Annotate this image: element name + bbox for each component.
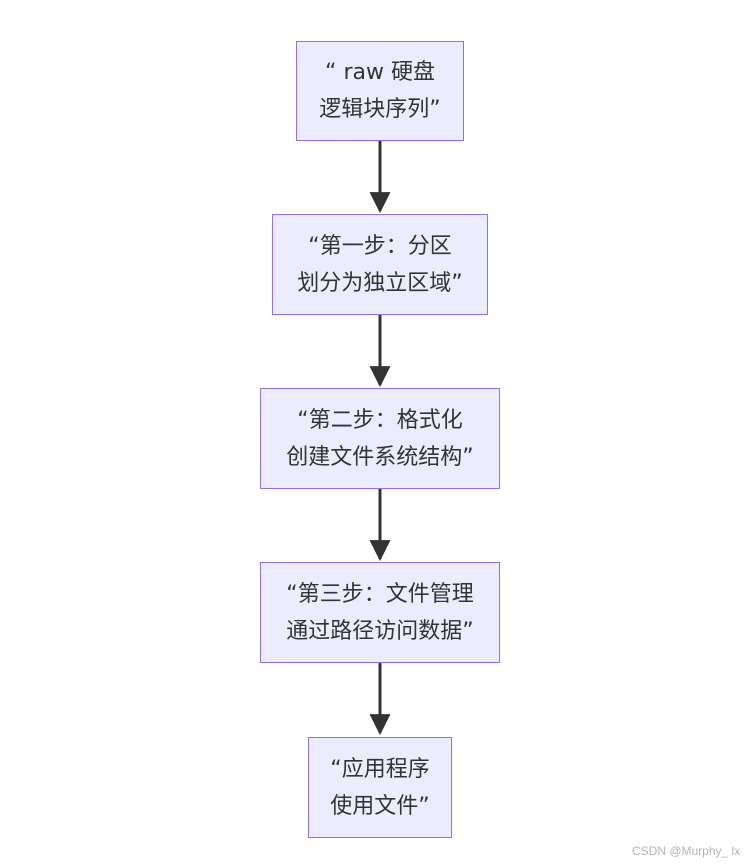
node-partition: “第一步：分区 划分为独立区域”	[272, 214, 488, 315]
node-application-line-2: 使用文件”	[330, 793, 430, 819]
node-raw-disk-line-2: 逻辑块序列”	[319, 97, 441, 122]
node-file-management-line-2: 通过路径访问数据”	[286, 618, 474, 644]
node-partition-line-1: “第一步：分区	[308, 233, 452, 259]
node-application: “应用程序 使用文件”	[308, 737, 452, 838]
node-raw-disk: “ raw 硬盘 逻辑块序列”	[296, 41, 464, 141]
watermark: CSDN @Murphy_ lx	[632, 844, 741, 858]
node-file-management-line-1: “第三步：文件管理	[286, 581, 474, 607]
node-format-line-2: 创建文件系统结构”	[286, 444, 474, 470]
node-application-line-1: “应用程序	[330, 756, 430, 782]
node-raw-disk-line-1: “ raw 硬盘	[325, 60, 435, 85]
node-file-management: “第三步：文件管理 通过路径访问数据”	[260, 562, 500, 663]
node-partition-line-2: 划分为独立区域”	[297, 270, 463, 296]
node-format: “第二步：格式化 创建文件系统结构”	[260, 388, 500, 489]
node-format-line-1: “第二步：格式化	[297, 407, 463, 433]
